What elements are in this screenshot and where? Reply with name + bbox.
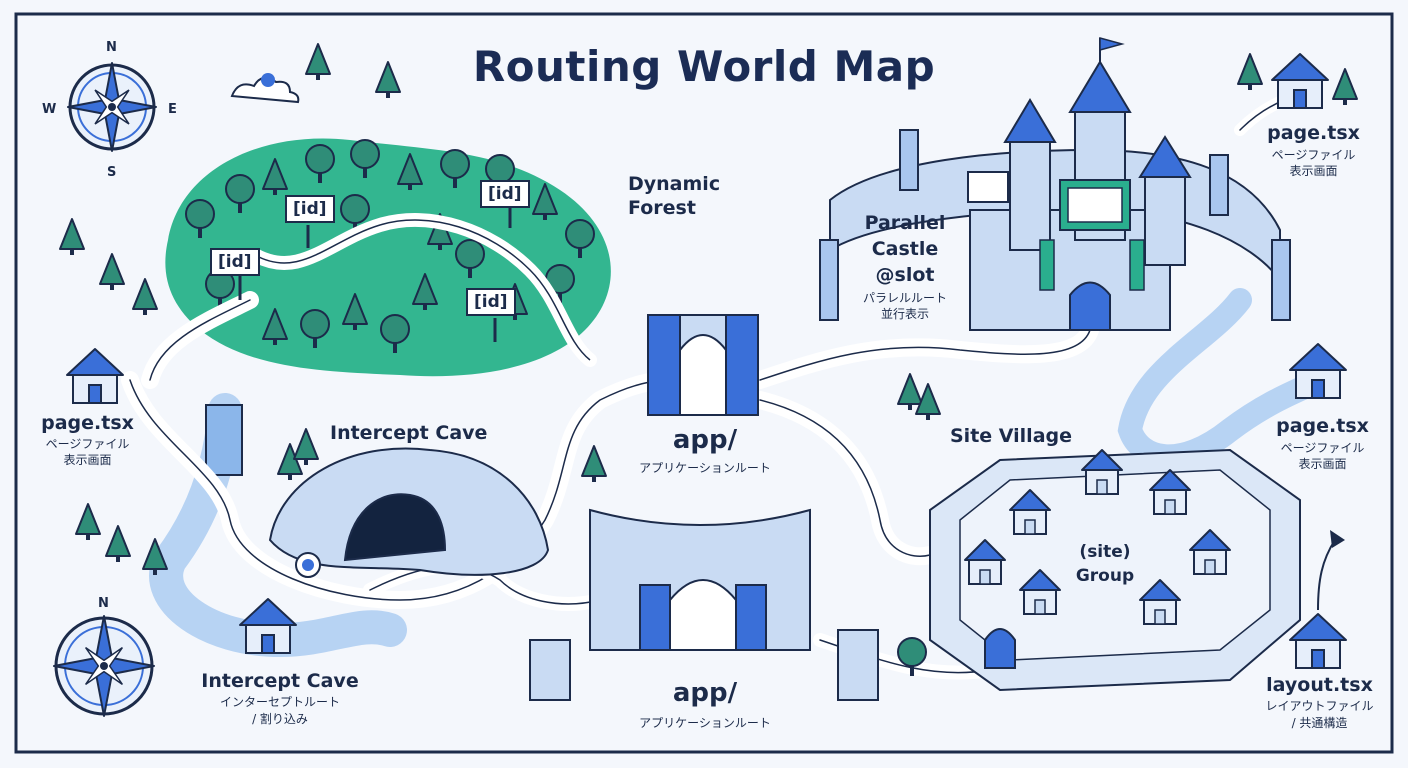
compass-rose-icon [67,62,157,152]
house-icon [66,348,124,404]
house-mid-right-sub: ページファイル 表示画面 [1280,441,1365,471]
compass-south-label: S [107,165,117,180]
castle-sub: パラレルルート 並行表示 [862,291,947,321]
house-icon [239,598,297,654]
compass-west-label: W [42,102,57,117]
forest-name: Dynamic Forest [628,173,721,219]
gate-bottom-sub: アプリケーションルート [639,716,771,730]
house-mid-right-name: page.tsx [1276,415,1369,437]
map-frame [14,12,1394,754]
cave-name: Intercept Cave [330,422,488,444]
house-bottom-left-name: Intercept Cave [201,670,359,692]
house-top-right-name: page.tsx [1267,122,1360,144]
house-top-right-sub: ページファイル 表示画面 [1271,148,1356,178]
compass-rose-icon [53,615,155,717]
house-left-name: page.tsx [41,412,134,434]
village-group: (site) Group [1075,542,1135,586]
forest-sign: [id] [285,195,335,223]
house-bottom-right-sub: レイアウトファイル / 共通構造 [1265,699,1374,730]
house-left-sub: ページファイル 表示画面 [45,437,130,467]
house-icon [1289,343,1347,399]
forest-sign: [id] [466,288,516,316]
waterfall [205,404,243,476]
forest-sign: [id] [480,180,530,208]
cloud-icon [230,73,300,104]
gate-top-name: app/ [672,425,738,455]
village-name: Site Village [950,425,1072,447]
compass-north-label: N [98,596,109,611]
road-network [121,89,1306,680]
app-gate-top [647,314,759,416]
site-village [929,448,1301,692]
castle-name: Parallel Castle @slot [864,212,946,286]
house-bottom-left-sub: インターセプトルート / 割り込み [219,695,340,726]
house-bottom-right-name: layout.tsx [1266,674,1373,696]
forest-sign: [id] [210,248,260,276]
compass-east-label: E [168,102,177,117]
gate-bottom-name: app/ [672,678,738,708]
app-gate-bottom [529,508,879,701]
sign-posts [238,205,512,342]
compass-north-label: N [106,40,117,55]
parallel-castle [819,37,1291,331]
gate-top-sub: アプリケーションルート [639,461,771,475]
intercept-cave [268,447,550,578]
page-title: Routing World Map [472,42,936,91]
